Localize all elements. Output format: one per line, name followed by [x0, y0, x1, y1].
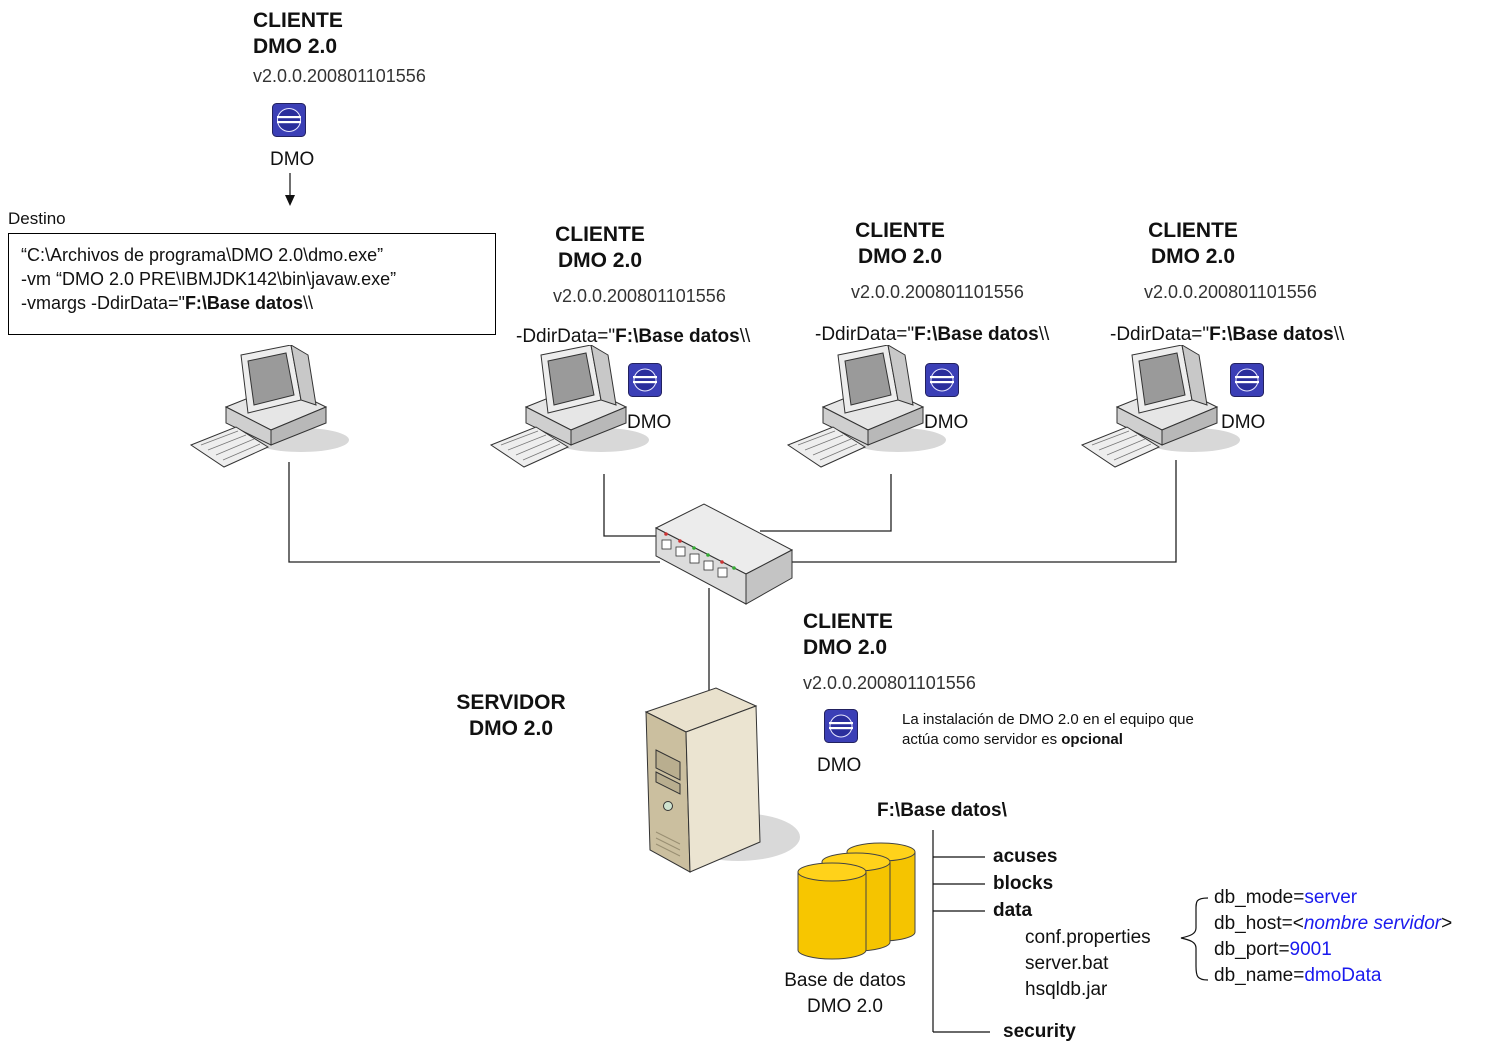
prop-db-name: db_name=dmoData: [1214, 965, 1382, 986]
destino-line-1: “C:\Archivos de programa\DMO 2.0\dmo.exe…: [21, 245, 384, 265]
wire-client-2: [603, 474, 660, 537]
folder-root: F:\Base datos\: [877, 800, 1007, 821]
desktop-computer-icon: [786, 345, 946, 468]
client-5-version: v2.0.0.200801101556: [803, 673, 976, 693]
client-4-icon-label: DMO: [1221, 412, 1266, 433]
client-1-version: v2.0.0.200801101556: [253, 66, 426, 86]
destino-line-2: -vm “DMO 2.0 PRE\IBMJDK142\bin\javaw.exe…: [21, 269, 397, 289]
prop-db-mode: db_mode=server: [1214, 887, 1358, 908]
wire-client-1: [288, 462, 660, 563]
client-4-param: -DdirData="F:\Base datos\\: [1110, 324, 1345, 345]
client-3-icon-label: DMO: [924, 412, 969, 433]
folder-acuses: acuses: [993, 846, 1058, 867]
destino-box: “C:\Archivos de programa\DMO 2.0\dmo.exe…: [8, 233, 496, 335]
folder-blocks: blocks: [993, 873, 1054, 894]
client-4-version: v2.0.0.200801101556: [1144, 282, 1317, 302]
arrow-head: [285, 195, 295, 206]
client-2-icon-label: DMO: [627, 412, 672, 433]
eclipse-dmo-icon[interactable]: [824, 709, 858, 743]
destino-label: Destino: [8, 209, 66, 228]
folder-data: data: [993, 900, 1033, 921]
network-switch-icon: [654, 503, 794, 605]
client-3-version: v2.0.0.200801101556: [851, 282, 1024, 302]
file-hsqldb-jar: hsqldb.jar: [1025, 979, 1108, 1000]
client-2-version: v2.0.0.200801101556: [553, 286, 726, 306]
prop-db-host: db_host=<nombre servidor>: [1214, 913, 1453, 934]
eclipse-dmo-icon[interactable]: [628, 363, 662, 397]
client-2-param: -DdirData="F:\Base datos\\: [516, 326, 751, 347]
server-tower-icon: [644, 687, 800, 873]
client-3-param: -DdirData="F:\Base datos\\: [815, 324, 1050, 345]
client-1-icon-label: DMO: [270, 149, 315, 170]
desktop-computer-icon: [1080, 345, 1240, 468]
file-server-bat: server.bat: [1025, 953, 1109, 974]
eclipse-dmo-icon[interactable]: [1230, 363, 1264, 397]
folder-security: security: [1003, 1021, 1076, 1042]
server-install-note: La instalación de DMO 2.0 en el equipo q…: [902, 711, 1194, 748]
desktop-computer-icon: [489, 345, 649, 468]
client-5-icon-label: DMO: [817, 755, 862, 776]
wire-client-3: [760, 474, 892, 532]
desktop-computer-icon: [189, 345, 349, 468]
eclipse-dmo-icon[interactable]: [272, 103, 306, 137]
database-icon: [797, 842, 916, 960]
file-conf-properties: conf.properties: [1025, 927, 1151, 948]
eclipse-dmo-icon[interactable]: [925, 363, 959, 397]
wire-client-4: [790, 460, 1177, 563]
prop-db-port: db_port=9001: [1214, 939, 1332, 960]
folder-tree-lines: [932, 830, 1209, 1033]
destino-line-3: -vmargs -DdirData="F:\Base datos\\: [21, 293, 313, 313]
